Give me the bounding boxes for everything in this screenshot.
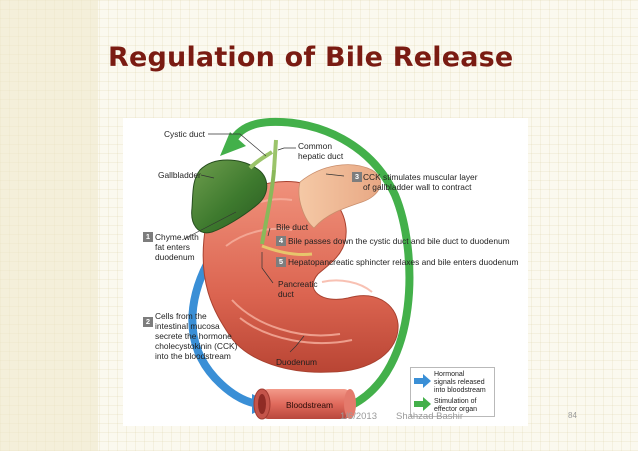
step-3-badge: 3 xyxy=(352,172,362,182)
footer-date: 1/6/2013 xyxy=(340,411,377,422)
step-1-line2: fat enters xyxy=(155,242,190,252)
common-hepatic-duct xyxy=(272,139,278,171)
slide-title: Regulation of Bile Release xyxy=(108,42,514,73)
legend-stimulation-line1: Stimulation of xyxy=(434,398,477,405)
step-5-line1: Hepatopancreatic sphincter relaxes and b… xyxy=(288,257,519,267)
pancreatic-duct-label-line1: Pancreatic xyxy=(278,279,318,289)
stimulation-arrowhead xyxy=(220,132,246,156)
bloodstream-label: Bloodstream xyxy=(286,400,334,410)
step-2-line4: cholecystokinin (CCK) xyxy=(155,341,238,351)
step-2-line1: Cells from the xyxy=(155,311,207,321)
hormone-arrow-path xyxy=(188,246,262,408)
legend-stimulation-line2: effector organ xyxy=(434,406,478,413)
bile-duct-label: Bile duct xyxy=(276,222,309,232)
slide-left-band xyxy=(0,0,98,451)
common-hepatic-duct-label-line1: Common xyxy=(298,141,332,151)
gallbladder-shape xyxy=(191,159,268,234)
step-3-line1: CCK stimulates muscular layer xyxy=(363,172,478,182)
step-2-line5: into the bloodstream xyxy=(155,351,231,361)
step-1-badge: 1 xyxy=(143,232,153,242)
legend-hormonal-line1: Hormonal xyxy=(434,371,465,378)
step-4-line1: Bile passes down the cystic duct and bil… xyxy=(288,236,510,246)
footer-page-number: 84 xyxy=(568,411,577,420)
legend: Hormonal signals released into bloodstre… xyxy=(410,367,495,417)
stimulation-arrow-path xyxy=(228,117,414,409)
gallbladder-label: Gallbladder xyxy=(158,170,201,180)
duodenum-label: Duodenum xyxy=(276,357,317,367)
footer-author: Shahzad Bashir xyxy=(396,411,464,422)
bile-duct-path xyxy=(260,169,276,245)
step-1-line1: Chyme with xyxy=(155,232,199,242)
cystic-duct xyxy=(248,150,274,170)
cystic-duct-label: Cystic duct xyxy=(164,129,205,139)
leader-lines xyxy=(181,133,345,353)
legend-arrows xyxy=(414,374,431,411)
pancreatic-duct-label-line2: duct xyxy=(278,289,294,299)
common-hepatic-duct-label-line2: hepatic duct xyxy=(298,151,344,161)
bloodstream-vessel xyxy=(253,388,356,420)
step-4-badge: 4 xyxy=(276,236,286,246)
legend-stimulation-arrow-icon xyxy=(414,397,431,411)
legend-hormonal-line2: signals released xyxy=(434,379,485,386)
legend-hormonal-line3: into bloodstream xyxy=(434,387,486,394)
step-1-line3: duodenum xyxy=(155,252,195,262)
step-2-line2: intestinal mucosa xyxy=(155,321,220,331)
legend-hormonal-arrow-icon xyxy=(414,374,431,388)
step-2-line3: secrete the hormone xyxy=(155,331,232,341)
step-3-line2: of gallbladder wall to contract xyxy=(363,182,472,192)
step-2-badge: 2 xyxy=(143,317,153,327)
step-5-badge: 5 xyxy=(276,257,286,267)
pancreatic-duct-path xyxy=(261,244,313,256)
